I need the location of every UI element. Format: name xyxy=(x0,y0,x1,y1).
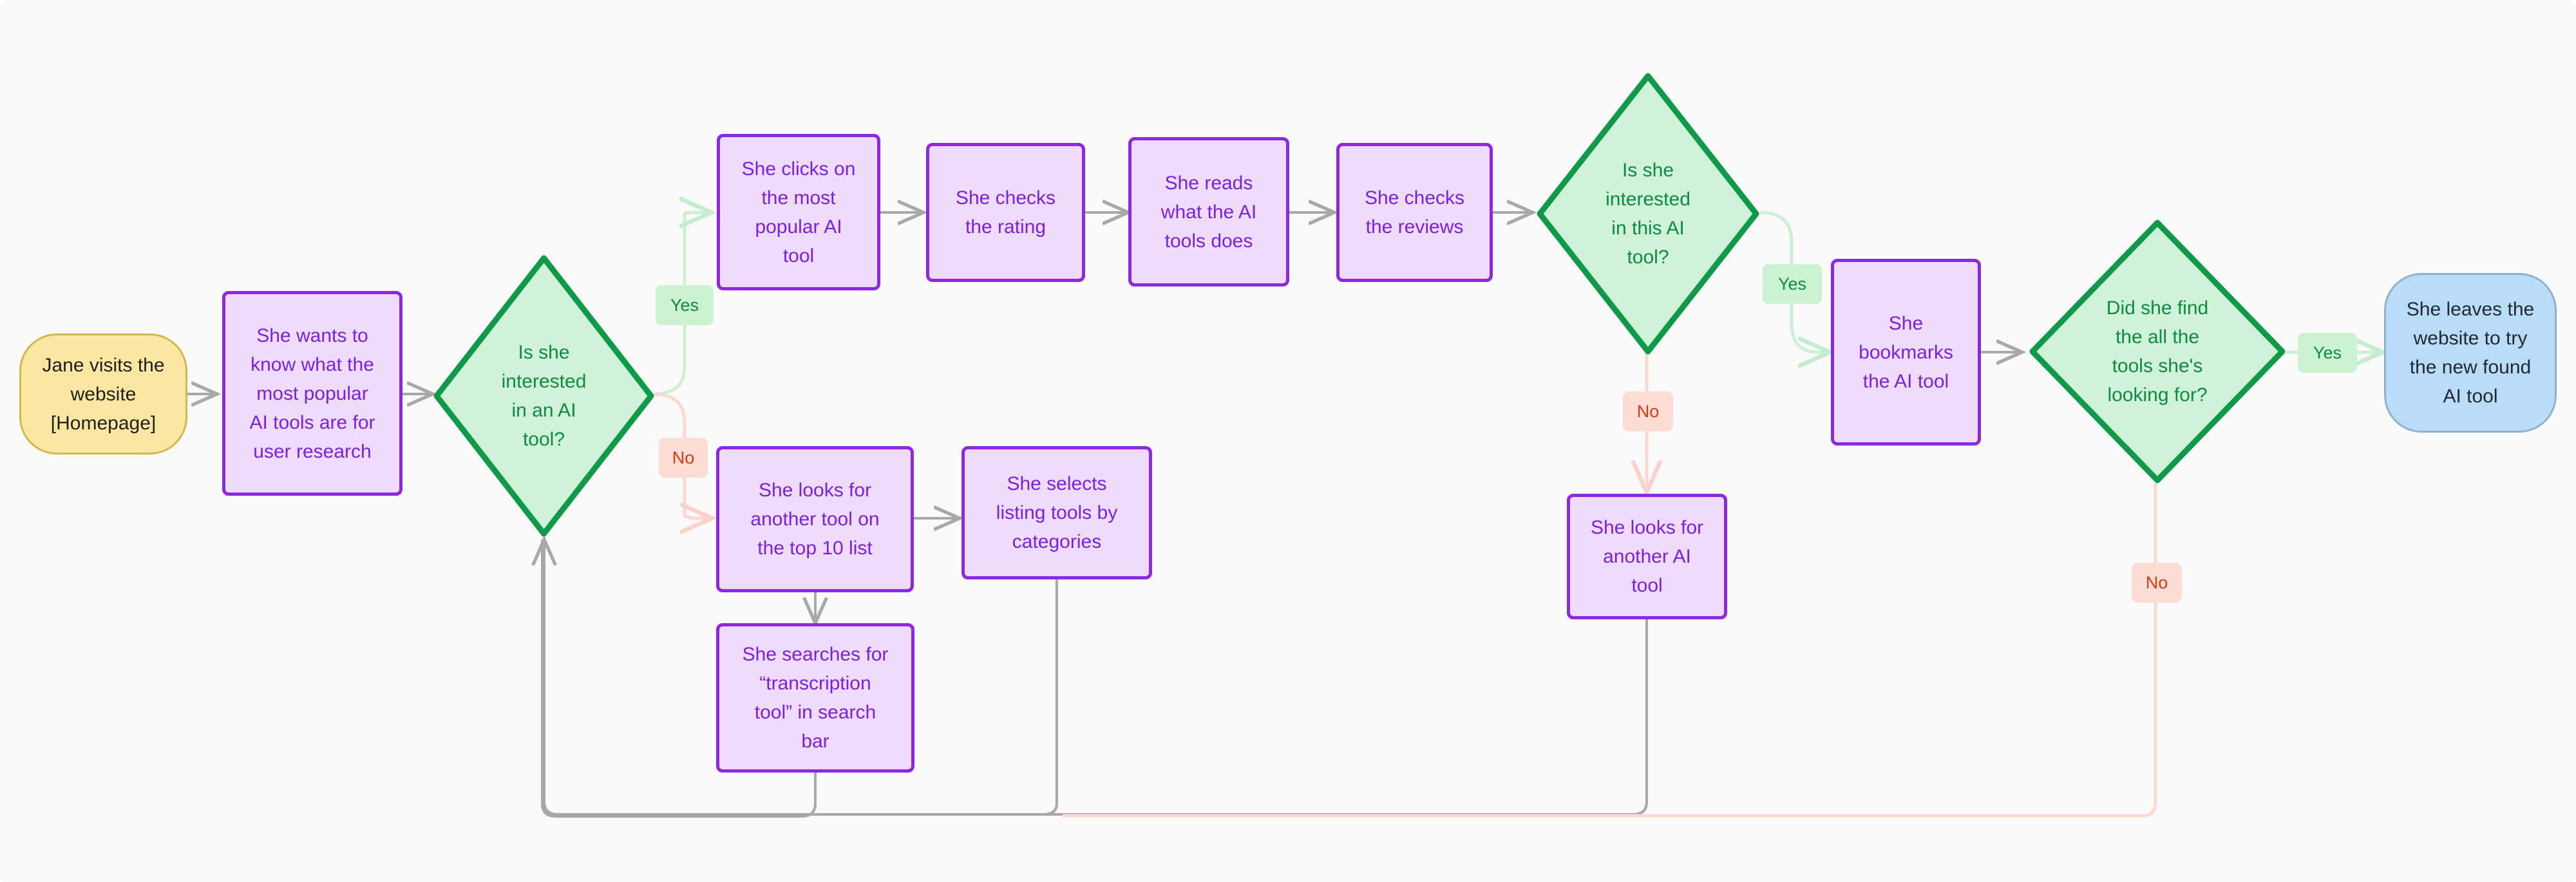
node-clicks-most-popular[interactable]: She clicks on the most popular AI tool xyxy=(717,134,880,290)
node-looks-another-ai-tool[interactable]: She looks for another AI tool xyxy=(1567,494,1727,619)
node-clicks-label: She clicks on the most popular AI tool xyxy=(741,158,856,267)
node-checks-rating[interactable]: She checks the rating xyxy=(926,143,1085,282)
node-categories-label: She selects listing tools by categories xyxy=(996,473,1118,552)
node-selects-categories[interactable]: She selects listing tools by categories xyxy=(961,446,1152,579)
edge-label-yes-decision1: Yes xyxy=(656,285,714,325)
edge-label-yes-decision3: Yes xyxy=(2298,333,2357,373)
edge-label-no-decision2: No xyxy=(1623,391,1673,431)
node-bookmarks-label: She bookmarks the AI tool xyxy=(1859,312,1953,392)
diamond-shape xyxy=(2029,220,2286,483)
edge-label-text: Yes xyxy=(1777,274,1807,294)
node-leaves-website[interactable]: She leaves the website to try the new fo… xyxy=(2384,273,2557,433)
node-top10-label: She looks for another tool on the top 10… xyxy=(750,480,880,559)
node-reads-what-tool-does[interactable]: She reads what the AI tools does xyxy=(1128,137,1289,286)
node-decision2-label: Is she interested in this AI tool? xyxy=(1605,160,1690,268)
node-decision-interested-in-ai-tool[interactable]: Is she interested in an AI tool? xyxy=(433,254,655,538)
node-decision-found-all-tools[interactable]: Did she find the all the tools she's loo… xyxy=(2029,219,2286,484)
node-rating-label: She checks the rating xyxy=(955,187,1056,238)
node-bookmarks-tool[interactable]: She bookmarks the AI tool xyxy=(1831,259,1981,446)
node-looks-top10-list[interactable]: She looks for another tool on the top 10… xyxy=(716,446,914,592)
edge-label-no-decision3: No xyxy=(2132,563,2182,603)
node-checks-reviews[interactable]: She checks the reviews xyxy=(1336,143,1493,282)
node-wants-label: She wants to know what the most popular … xyxy=(249,324,375,462)
edge-label-text: No xyxy=(1636,401,1660,421)
node-wants[interactable]: She wants to know what the most popular … xyxy=(222,291,402,496)
node-decision-interested-in-this-tool[interactable]: Is she interested in this AI tool? xyxy=(1536,72,1760,355)
node-decision3-label: Did she find the all the tools she's loo… xyxy=(2106,297,2209,406)
diamond-shape xyxy=(433,255,654,537)
node-decision1-label: Is she interested in an AI tool? xyxy=(501,342,587,450)
node-searches-label: She searches for “transcription tool” in… xyxy=(742,644,889,752)
edge-label-text: No xyxy=(672,447,695,467)
edge-label-no-decision1: No xyxy=(659,438,708,478)
node-start-label: Jane visits the website [Homepage] xyxy=(42,354,165,434)
node-another-label: She looks for another AI tool xyxy=(1590,517,1704,596)
node-leaves-label: She leaves the website to try the new fo… xyxy=(2406,299,2535,407)
edge-label-text: Yes xyxy=(670,295,699,315)
edge-label-text: No xyxy=(2145,572,2168,592)
node-searches-transcription[interactable]: She searches for “transcription tool” in… xyxy=(716,623,914,773)
edge-label-yes-decision2: Yes xyxy=(1763,264,1822,304)
node-reviews-label: She checks the reviews xyxy=(1364,187,1465,238)
node-start[interactable]: Jane visits the website [Homepage] xyxy=(19,333,187,455)
diamond-shape xyxy=(1537,73,1759,355)
edge-label-text: Yes xyxy=(2313,342,2342,362)
node-reads-label: She reads what the AI tools does xyxy=(1160,172,1257,252)
